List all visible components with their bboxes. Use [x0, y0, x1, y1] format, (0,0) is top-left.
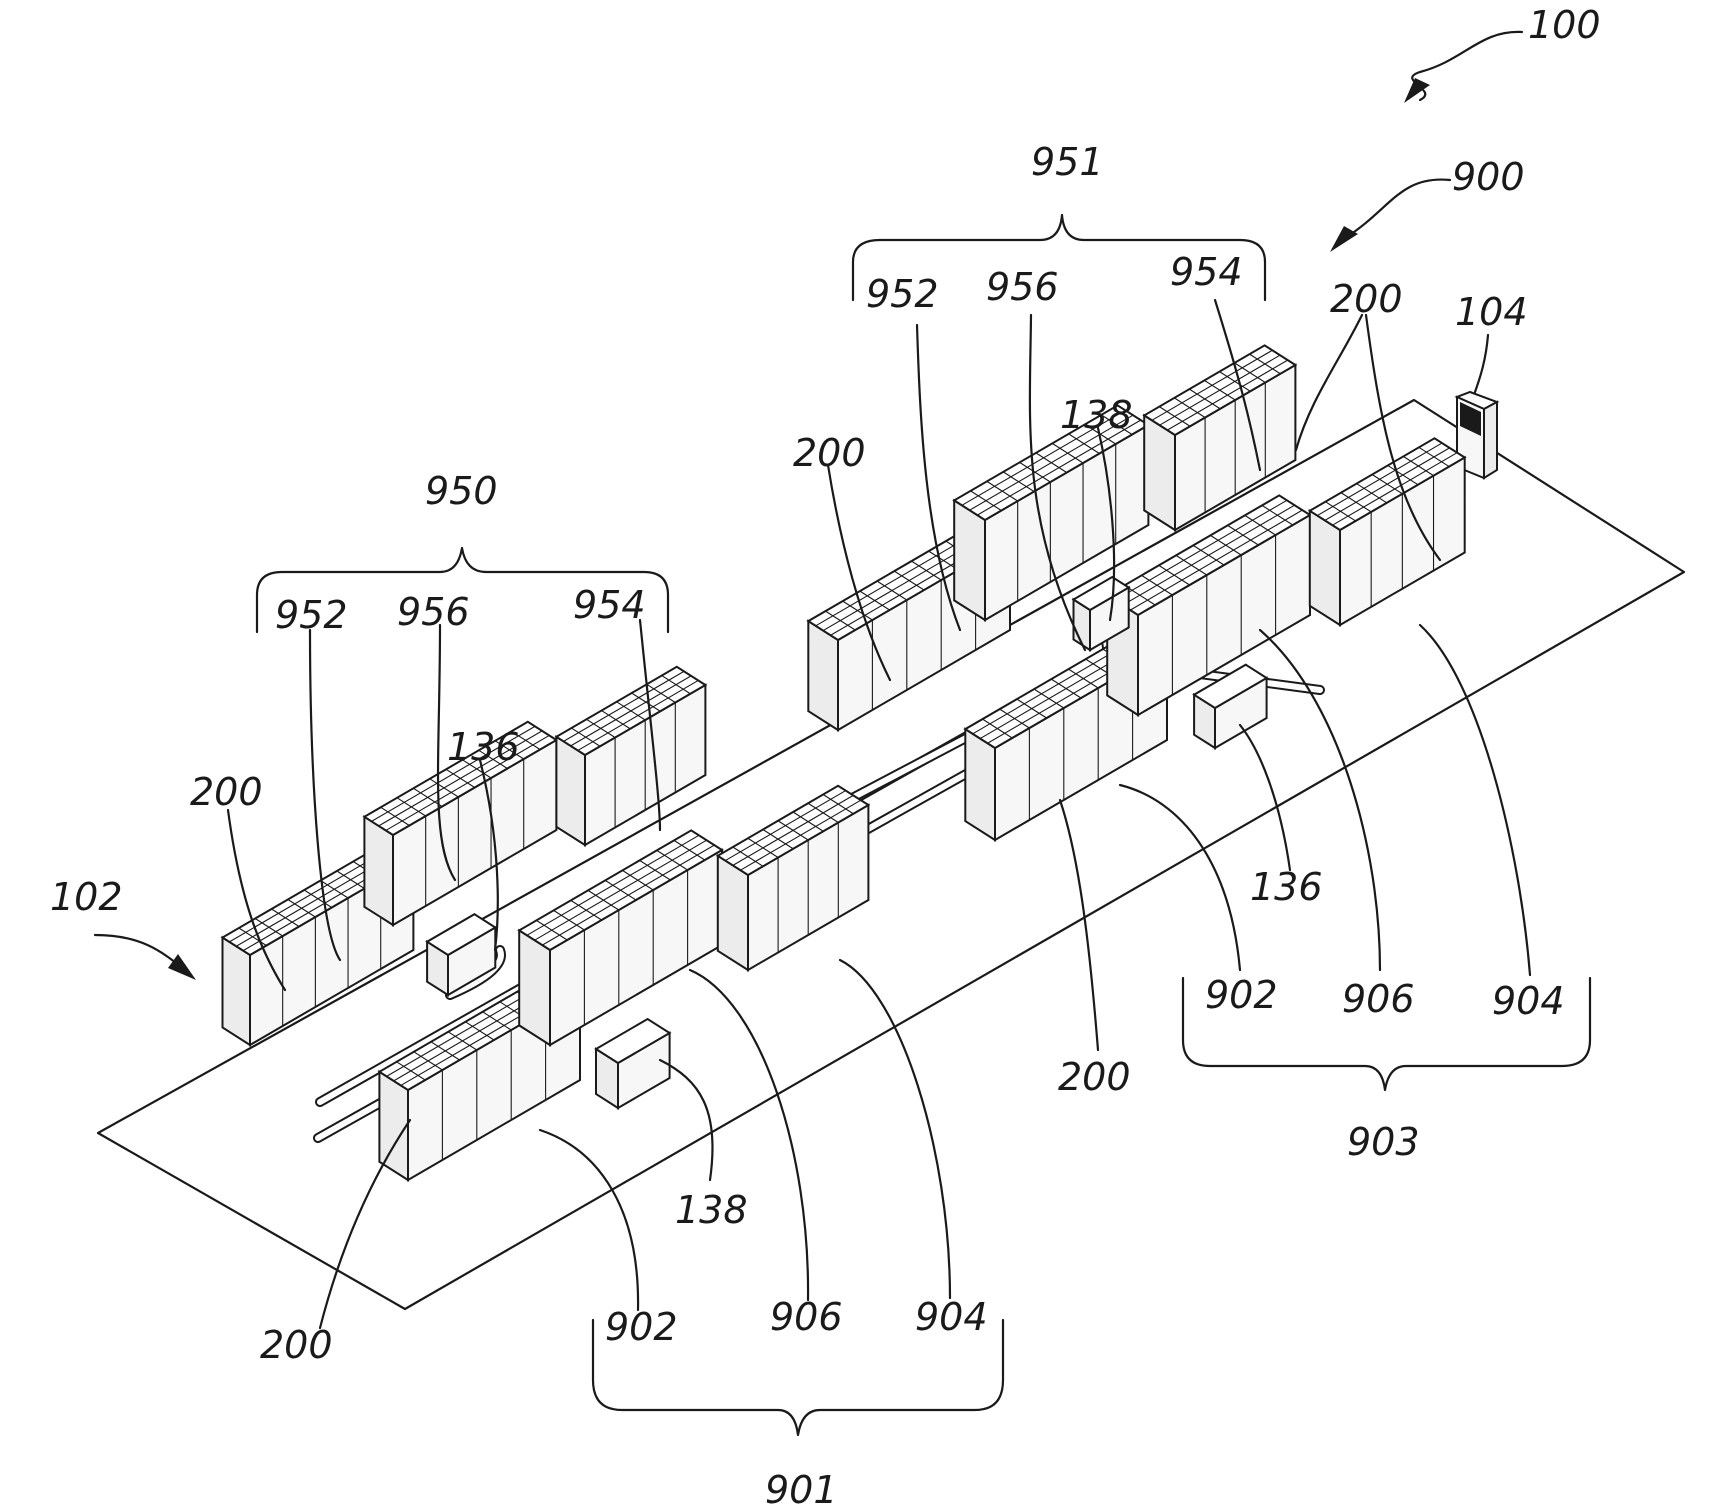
label-200-top-right: 200	[1330, 277, 1403, 321]
label-902-right: 902	[1205, 973, 1278, 1017]
label-954-left: 954	[573, 583, 646, 627]
equipment-138-left	[596, 1019, 670, 1108]
block-901-904	[718, 786, 869, 970]
label-100: 100	[1528, 3, 1601, 47]
label-956-left: 956	[397, 590, 470, 634]
label-951: 951	[1031, 140, 1104, 184]
label-900: 900	[1452, 155, 1525, 199]
label-200-right: 200	[1058, 1055, 1131, 1099]
arrow-100	[1404, 78, 1430, 103]
block-901-906	[519, 830, 722, 1045]
label-904-bottom: 904	[915, 1295, 988, 1339]
label-901: 901	[765, 1468, 838, 1507]
label-952-left: 952	[275, 593, 348, 637]
label-200-left: 200	[190, 770, 263, 814]
label-102: 102	[50, 875, 123, 919]
label-904-right: 904	[1492, 979, 1565, 1023]
label-903: 903	[1347, 1120, 1420, 1164]
block-950-954	[556, 667, 705, 845]
label-104: 104	[1455, 290, 1528, 334]
arrow-102	[168, 954, 196, 980]
label-136-left: 136	[447, 725, 520, 769]
label-136-right: 136	[1250, 865, 1323, 909]
arrow-900	[1330, 226, 1358, 252]
label-902-bottom: 902	[605, 1305, 678, 1349]
label-952-top: 952	[866, 272, 939, 316]
label-138-bottom: 138	[675, 1188, 748, 1232]
label-138-top: 138	[1060, 393, 1133, 437]
label-956-top: 956	[986, 265, 1059, 309]
equipment-136-left	[427, 914, 495, 995]
label-200-top-left: 200	[793, 431, 866, 475]
block-903-904	[1310, 438, 1465, 625]
label-906-bottom: 906	[770, 1295, 843, 1339]
label-950: 950	[425, 469, 498, 513]
label-200-bottom: 200	[260, 1323, 333, 1367]
label-906-right: 906	[1342, 977, 1415, 1021]
label-954-top: 954	[1170, 250, 1243, 294]
